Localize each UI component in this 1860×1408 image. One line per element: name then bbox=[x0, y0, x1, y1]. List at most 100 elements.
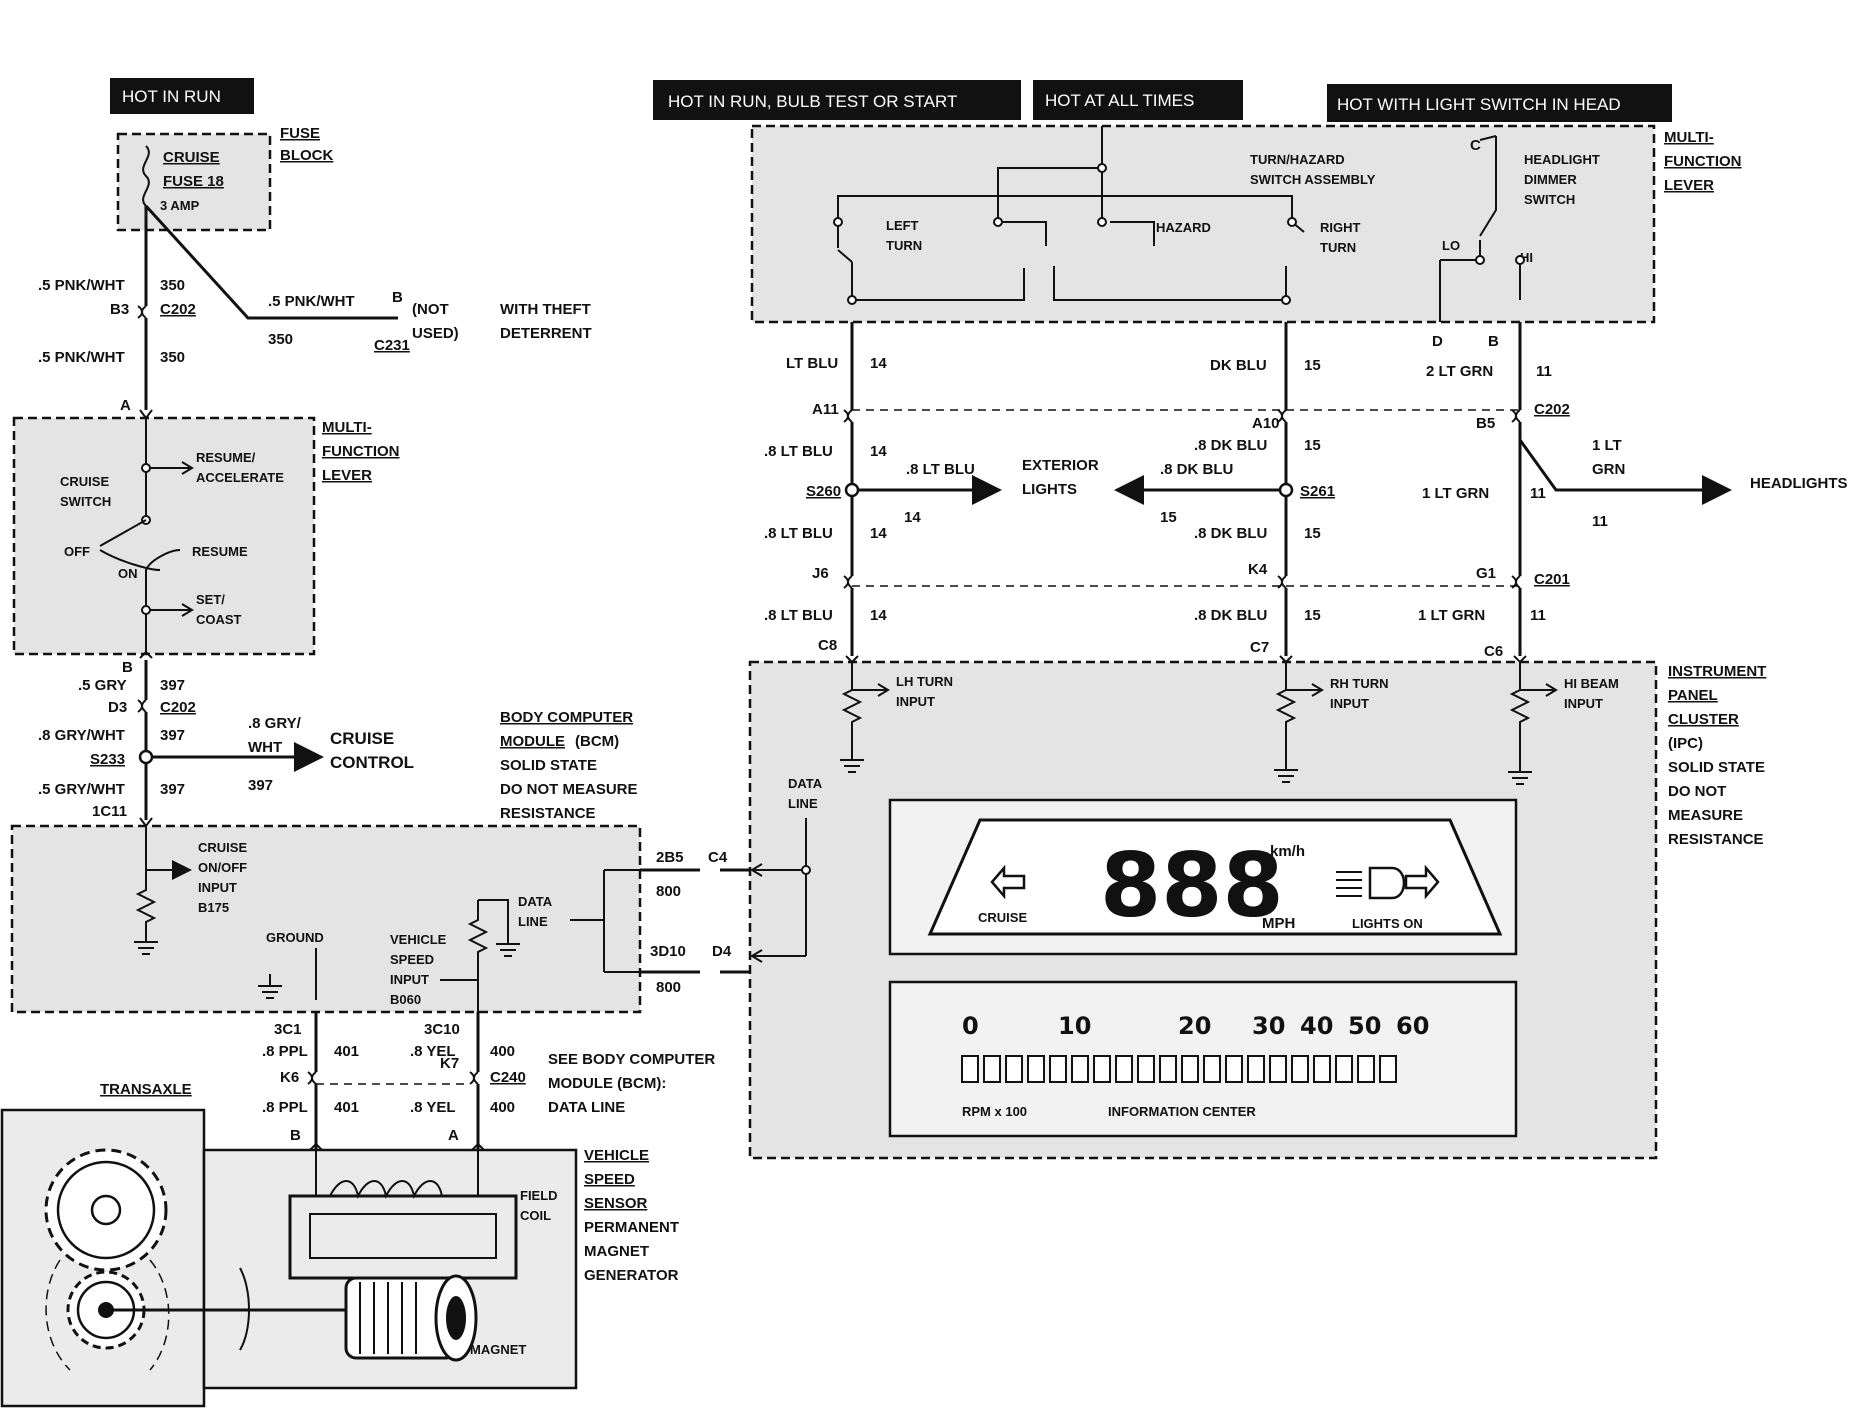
pin-b-theft: B bbox=[392, 289, 403, 306]
magnet-label: MAGNET bbox=[470, 1342, 526, 1357]
right-turn-label2: TURN bbox=[1320, 240, 1356, 255]
connector-c231-label: C231 bbox=[374, 337, 410, 354]
harness-lower bbox=[850, 588, 1522, 656]
splice-s260-label: S260 bbox=[806, 483, 841, 500]
hi-beam-label1: HI BEAM bbox=[1564, 676, 1619, 691]
circuit-14-ext: 14 bbox=[904, 509, 921, 526]
magnet-icon bbox=[344, 1274, 478, 1362]
ground-symbol-hi bbox=[1508, 771, 1532, 785]
set-coast-label1: SET/ bbox=[196, 592, 225, 607]
transaxle: TRANSAXLE FIELD COIL MAGNET bbox=[0, 1081, 578, 1408]
connector-b-left bbox=[139, 650, 153, 659]
rpm-bar-segment bbox=[1335, 1055, 1353, 1083]
rpm-scale-40: 40 bbox=[1300, 1012, 1333, 1040]
circuit-11-2: 11 bbox=[1530, 485, 1546, 502]
rpm-x100-label: RPM x 100 bbox=[962, 1104, 1027, 1119]
rpm-bar-segment bbox=[983, 1055, 1001, 1083]
wire-label-pnkwht-theft: .5 PNK/WHT bbox=[268, 293, 355, 310]
wire-1ltgrn-2: 1 LT GRN bbox=[1418, 607, 1485, 624]
bcm-title2: MODULE bbox=[500, 733, 565, 750]
ground-symbol-3 bbox=[478, 899, 520, 957]
fuse-block: FUSE BLOCK CRUISE FUSE 18 3 AMP bbox=[116, 125, 333, 232]
connector-c7: C7 bbox=[1250, 639, 1269, 656]
bcm-cruise-in4: B175 bbox=[198, 900, 229, 915]
fuse-block-title1: FUSE bbox=[280, 125, 320, 142]
see-bcm-3: DATA LINE bbox=[548, 1099, 625, 1116]
kmh-label: km/h bbox=[1270, 843, 1305, 860]
connector-c4: C4 bbox=[708, 849, 728, 866]
mf-left-title3: LEVER bbox=[322, 467, 372, 484]
pin-a-vss: A bbox=[448, 1127, 459, 1144]
rpm-bar-segment bbox=[1137, 1055, 1155, 1083]
turn-hazard-label1: TURN/HAZARD bbox=[1250, 152, 1345, 167]
vss-title3: SENSOR bbox=[584, 1195, 648, 1212]
rpm-bar-segment bbox=[1071, 1055, 1089, 1083]
cruise-switch-label1: CRUISE bbox=[60, 474, 109, 489]
gear-large-icon bbox=[44, 1148, 168, 1272]
header-hot-all-times: HOT AT ALL TIMES bbox=[1033, 80, 1243, 120]
header-hot-light-switch: HOT WITH LIGHT SWITCH IN HEAD bbox=[1327, 84, 1672, 122]
circuit-397-2: 397 bbox=[160, 727, 185, 744]
connector-d4: D4 bbox=[712, 943, 732, 960]
vss-title1: VEHICLE bbox=[584, 1147, 649, 1164]
cruise-ctrl-wire2: WHT bbox=[248, 739, 282, 756]
bcm-vss-in3: INPUT bbox=[390, 972, 429, 987]
vss-wires-upper bbox=[314, 1012, 480, 1072]
bcm-cruise-in3: INPUT bbox=[198, 880, 237, 895]
pin-3c1: 3C1 bbox=[274, 1021, 302, 1038]
fuse-block-title2: BLOCK bbox=[280, 147, 333, 164]
hazard-label: HAZARD bbox=[1156, 220, 1211, 235]
bcm-vss-in2: SPEED bbox=[390, 952, 434, 967]
rpm-bar-segment bbox=[1181, 1055, 1199, 1083]
mf-right-title3: LEVER bbox=[1664, 177, 1714, 194]
harness-middle bbox=[850, 422, 1522, 576]
bcm-cruise-in1: CRUISE bbox=[198, 840, 247, 855]
information-center-label: INFORMATION CENTER bbox=[1108, 1104, 1256, 1119]
pin-j6: J6 bbox=[812, 565, 829, 582]
circuit-11-3: 11 bbox=[1530, 607, 1546, 624]
rpm-bar-segment bbox=[1269, 1055, 1287, 1083]
connector-c240-label: C240 bbox=[490, 1069, 526, 1086]
ground-symbol-2 bbox=[258, 948, 317, 1000]
dimmer-pin-d: D bbox=[1432, 333, 1443, 350]
ipc-title1: INSTRUMENT bbox=[1668, 663, 1766, 680]
circuit-350-theft: 350 bbox=[268, 331, 293, 348]
header-hot-all-times-text: HOT AT ALL TIMES bbox=[1045, 91, 1194, 110]
connector-c202-d3 bbox=[137, 699, 147, 713]
splice-s261-label: S261 bbox=[1300, 483, 1335, 500]
rpm-bar-segment bbox=[1027, 1055, 1045, 1083]
rpm-bar-segment bbox=[1291, 1055, 1309, 1083]
ipc-data-line2: LINE bbox=[788, 796, 818, 811]
connectors-c202-right bbox=[843, 409, 1521, 423]
circuit-397-3: 397 bbox=[160, 781, 185, 798]
circuit-800-2: 800 bbox=[656, 979, 681, 996]
wire-dkblu: DK BLU bbox=[1210, 357, 1267, 374]
resume-label: RESUME bbox=[192, 544, 248, 559]
left-multifunction-lever: MULTI- FUNCTION LEVER CRUISE SWITCH RESU… bbox=[12, 416, 400, 656]
mf-left-title2: FUNCTION bbox=[322, 443, 400, 460]
ipc-resistance: RESISTANCE bbox=[1668, 831, 1764, 848]
dimmer-pin-b: B bbox=[1488, 333, 1499, 350]
cruise-ctrl-wire1: .8 GRY/ bbox=[248, 715, 302, 732]
rpm-scale-30: 30 bbox=[1252, 1012, 1285, 1040]
pin-b5: B5 bbox=[1476, 415, 1495, 432]
circuit-350-2: 350 bbox=[160, 349, 185, 366]
with-theft-2: DETERRENT bbox=[500, 325, 592, 342]
headlight-icon bbox=[1336, 866, 1406, 900]
lh-turn-label1: LH TURN bbox=[896, 674, 953, 689]
wire-8dkblu-1: .8 DK BLU bbox=[1194, 437, 1267, 454]
wire-8ltblu-3: .8 LT BLU bbox=[764, 607, 833, 624]
exterior-lights-2: LIGHTS bbox=[1022, 481, 1077, 498]
coil-label: COIL bbox=[520, 1208, 551, 1223]
bcm-vss-in4: B060 bbox=[390, 992, 421, 1007]
rpm-bar-segment bbox=[1379, 1055, 1397, 1083]
circuit-14-1: 14 bbox=[870, 355, 887, 372]
fuse-cruise-label: CRUISE bbox=[163, 149, 220, 166]
rpm-scale-20: 20 bbox=[1178, 1012, 1211, 1040]
pin-b3: B3 bbox=[110, 301, 129, 318]
ground-symbol-1 bbox=[134, 941, 158, 955]
exterior-lights-1: EXTERIOR bbox=[1022, 457, 1099, 474]
pin-b-left: B bbox=[122, 659, 133, 676]
dimmer-label1: HEADLIGHT bbox=[1524, 152, 1600, 167]
